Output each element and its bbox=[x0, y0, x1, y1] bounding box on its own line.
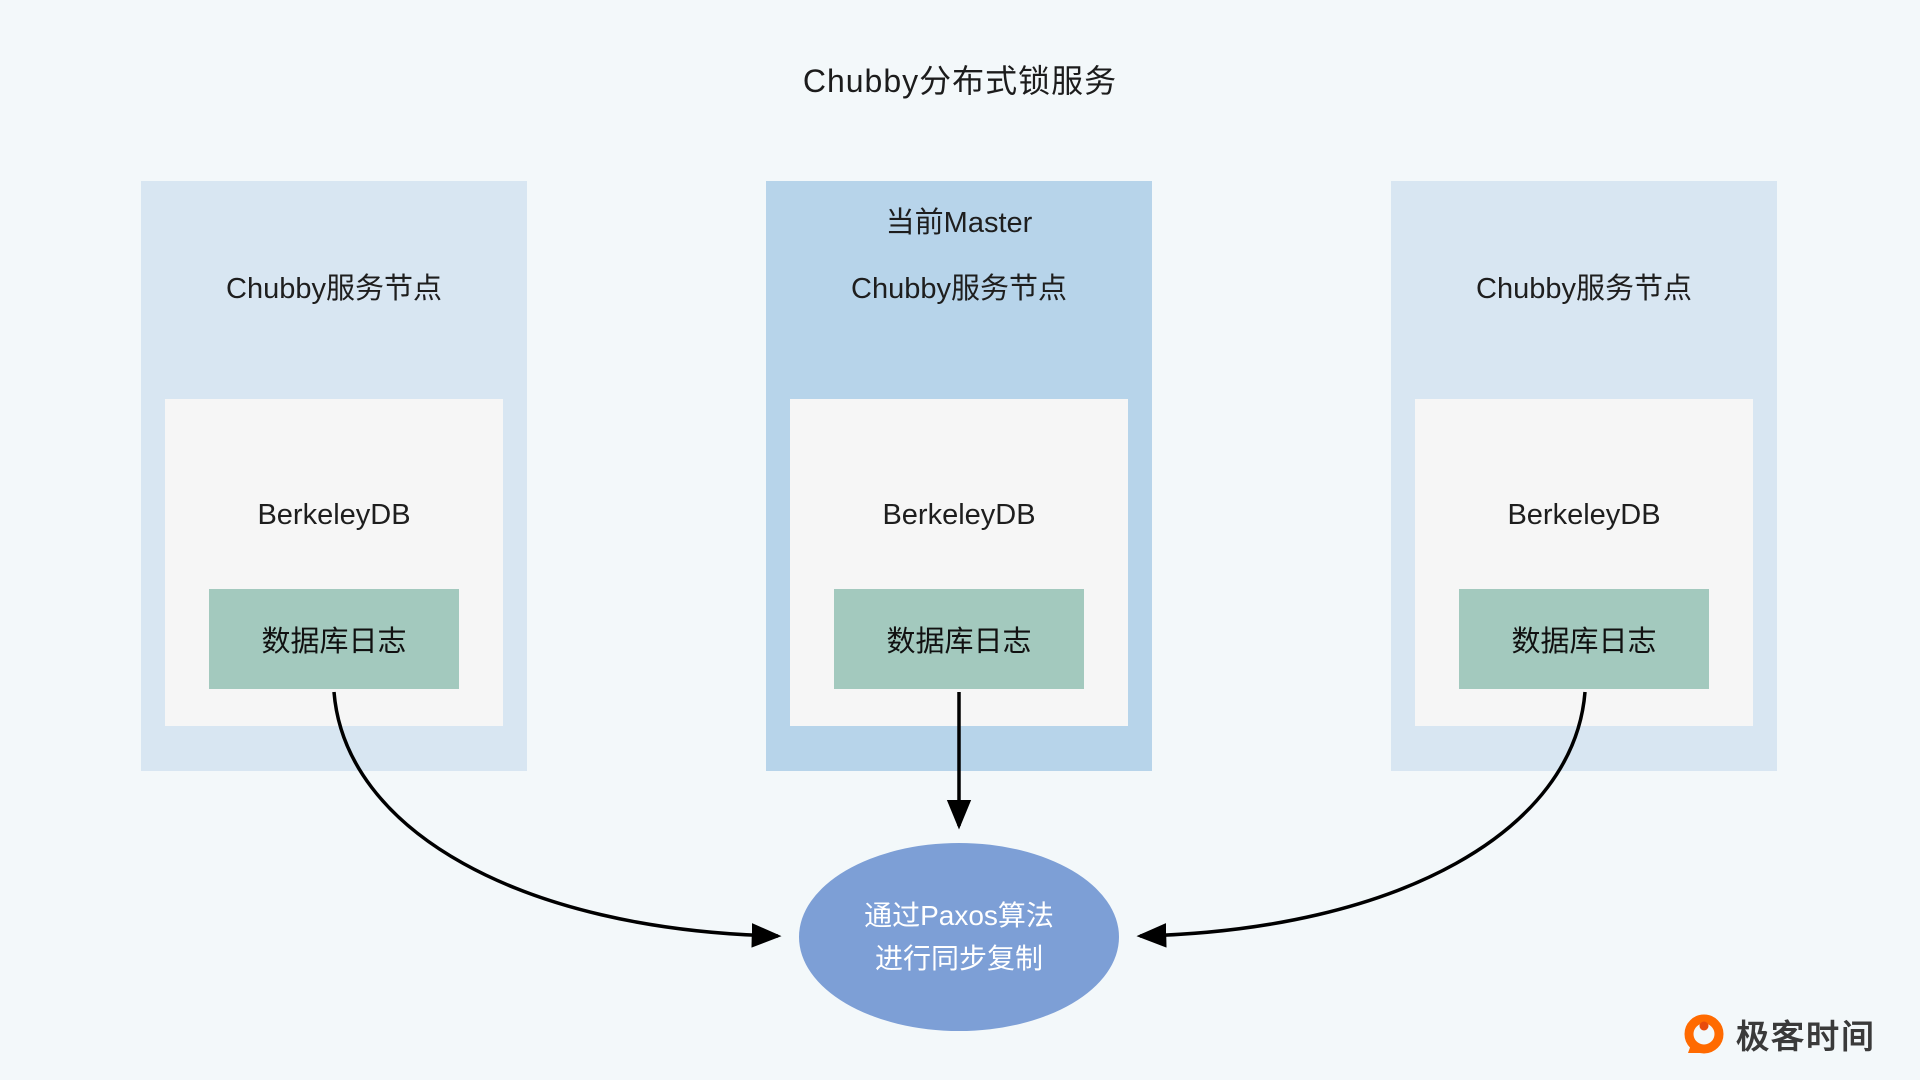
db-log-box: 数据库日志 bbox=[1459, 589, 1709, 689]
master-label: 当前Master bbox=[885, 207, 1033, 239]
node-label: Chubby服务节点 bbox=[226, 273, 442, 305]
berkeleydb-label: BerkeleyDB bbox=[257, 499, 411, 531]
db-log-box: 数据库日志 bbox=[209, 589, 459, 689]
db-log-label: 数据库日志 bbox=[261, 626, 407, 658]
chubby-node-right: Chubby服务节点 BerkeleyDB 数据库日志 bbox=[1391, 181, 1777, 771]
geektime-logo: 极客时间 bbox=[1682, 1010, 1876, 1058]
db-log-label: 数据库日志 bbox=[886, 626, 1032, 658]
paxos-replication-ellipse: 通过Paxos算法 进行同步复制 bbox=[799, 843, 1119, 1031]
berkeleydb-label: BerkeleyDB bbox=[1507, 499, 1661, 531]
berkeleydb-box: BerkeleyDB 数据库日志 bbox=[790, 399, 1128, 726]
node-label: Chubby服务节点 bbox=[1476, 273, 1692, 305]
chubby-node-master: 当前Master Chubby服务节点 BerkeleyDB 数据库日志 bbox=[766, 181, 1152, 771]
berkeleydb-box: BerkeleyDB 数据库日志 bbox=[165, 399, 503, 726]
geektime-logo-icon bbox=[1684, 1014, 1724, 1054]
paxos-line-2: 进行同步复制 bbox=[874, 943, 1043, 974]
node-label: Chubby服务节点 bbox=[851, 273, 1067, 305]
berkeleydb-label: BerkeleyDB bbox=[882, 499, 1036, 531]
db-log-label: 数据库日志 bbox=[1511, 626, 1657, 658]
berkeleydb-box: BerkeleyDB 数据库日志 bbox=[1415, 399, 1753, 726]
diagram-title: Chubby分布式锁服务 bbox=[802, 63, 1118, 99]
paxos-line-1: 通过Paxos算法 bbox=[864, 899, 1054, 931]
db-log-box: 数据库日志 bbox=[834, 589, 1084, 689]
chubby-node-left: Chubby服务节点 BerkeleyDB 数据库日志 bbox=[141, 181, 527, 771]
geektime-logo-text: 极客时间 bbox=[1736, 1018, 1876, 1055]
